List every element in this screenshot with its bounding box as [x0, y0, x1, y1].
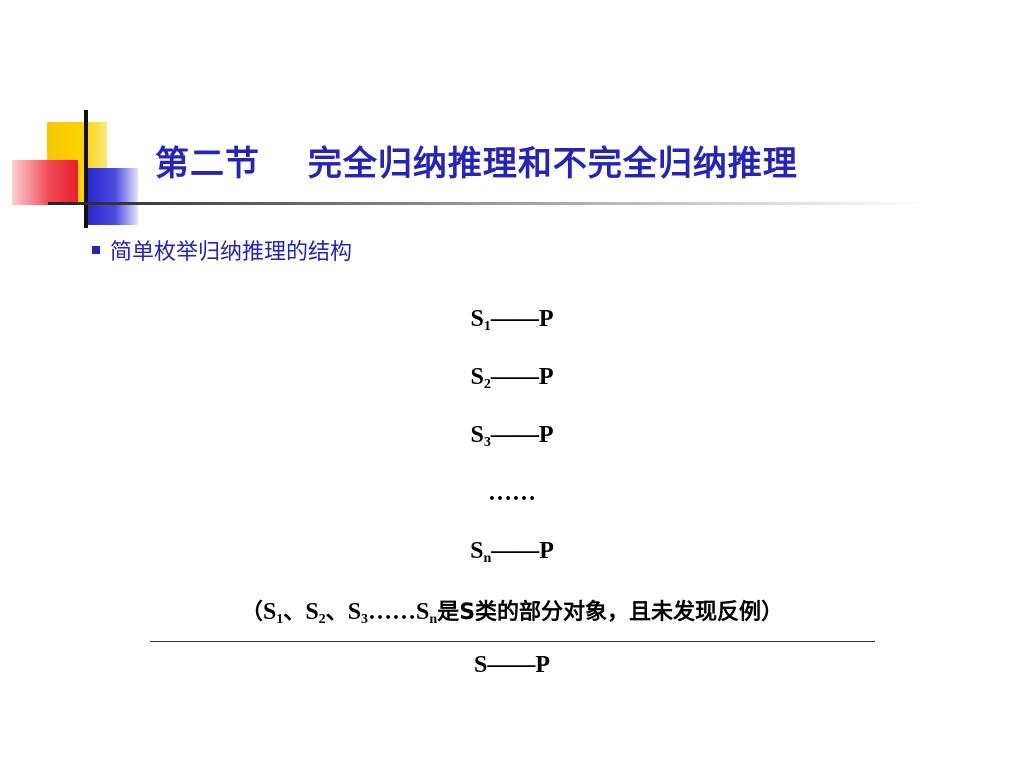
slide-title: 第二节 完全归纳推理和不完全归纳推理 — [155, 144, 798, 184]
premise-1: S1——P — [470, 306, 554, 334]
inference-line — [150, 641, 875, 642]
bullet-text: 简单枚举归纳推理的结构 — [110, 240, 353, 265]
conclusion: S——P — [473, 652, 551, 678]
decor-vertical-line — [84, 110, 88, 228]
premise-ellipsis: …… — [488, 480, 536, 506]
title-underline — [48, 202, 928, 205]
bullet-item: 简单枚举归纳推理的结构 — [92, 234, 352, 266]
premise-condition: （S1、S2、S3……Sn是S类的部分对象，且未发现反例） — [240, 599, 784, 627]
premise-2: S2——P — [470, 364, 554, 392]
decor-red-square — [12, 160, 78, 205]
premise-n: Sn——P — [470, 538, 554, 566]
decor-blue-square — [88, 168, 138, 225]
premise-3: S3——P — [470, 422, 554, 450]
bullet-square-icon — [92, 246, 100, 254]
